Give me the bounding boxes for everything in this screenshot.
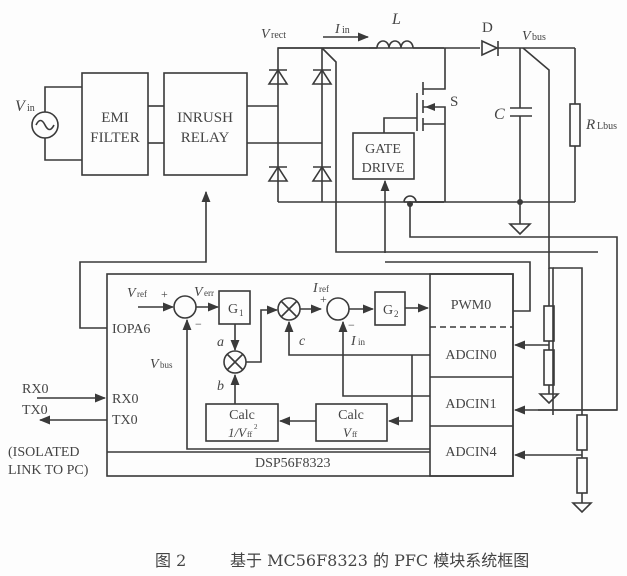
- ground-icon: [538, 393, 560, 405]
- inrush-relay-label-1: INRUSH: [177, 110, 233, 126]
- iopa6-label: IOPA6: [112, 322, 150, 337]
- calc-inverse-vff-squared-block: [205, 403, 279, 442]
- calc2-subscript: ff: [352, 430, 358, 439]
- load-resistor: R Lbus: [569, 48, 617, 202]
- port-adcin0: ADCIN0: [445, 348, 496, 363]
- vbus-subscript: bus: [532, 32, 546, 43]
- gate-drive-block: GATE DRIVE: [352, 132, 415, 180]
- isolated-link-label-1: (ISOLATED: [8, 445, 80, 460]
- calc1-label: Calc: [229, 408, 255, 423]
- port-column: [429, 273, 514, 477]
- vbus-dsp-label: V: [150, 357, 160, 372]
- minus-sign: −: [348, 318, 355, 332]
- diode-icon: [267, 165, 289, 182]
- signal-c-label: c: [299, 334, 306, 349]
- inductor: L: [369, 11, 480, 49]
- vrect-subscript: rect: [271, 30, 286, 41]
- emi-filter-label-2: FILTER: [90, 130, 139, 146]
- summing-junction-icon: [326, 297, 350, 321]
- resistor-icon: [576, 457, 588, 494]
- gate-drive-label-2: DRIVE: [362, 161, 405, 176]
- boost-diode: D: [481, 20, 575, 57]
- g1-label: G: [228, 302, 238, 317]
- diode-label: D: [482, 20, 493, 36]
- iref-label: I: [312, 281, 319, 296]
- wire-crossover-icon: [403, 195, 417, 203]
- calc1-subscript: ff: [247, 430, 253, 439]
- ext-rx0-label: RX0: [22, 382, 48, 397]
- port-pwm0: PWM0: [451, 298, 491, 313]
- resistor-icon: [569, 103, 581, 147]
- load-label: R: [585, 117, 595, 133]
- multiplier-icon: [223, 350, 247, 374]
- vref-label: V: [127, 286, 137, 301]
- resistor-icon: [576, 414, 588, 451]
- tx0-label: TX0: [112, 413, 138, 428]
- verr-subscript: err: [204, 288, 214, 298]
- vbus-dsp-subscript: bus: [160, 360, 173, 370]
- iin-dsp-subscript: in: [358, 337, 366, 347]
- iin-subscript: in: [342, 25, 350, 36]
- calc-vff-block: [315, 403, 388, 442]
- gate-drive-label-1: GATE: [365, 142, 401, 157]
- ground-icon: [571, 502, 593, 514]
- signal-a-label: a: [217, 335, 224, 350]
- vin-subscript: in: [27, 103, 35, 114]
- rx0-label: RX0: [112, 392, 138, 407]
- iin-label: I: [334, 22, 341, 37]
- multiplier-icon: [277, 297, 301, 321]
- figure-title: 基于 MC56F8323 的 PFC 模块系统框图: [230, 551, 529, 570]
- ground-icon: [508, 223, 532, 236]
- iin-dsp-label: I: [350, 334, 357, 349]
- summing-junction-icon: [173, 295, 197, 319]
- g2-subscript: 2: [394, 309, 399, 319]
- emi-filter-label-1: EMI: [101, 110, 129, 126]
- vbus-label: V: [522, 29, 532, 44]
- port-adcin4: ADCIN4: [445, 445, 496, 460]
- minus-sign: −: [195, 317, 202, 331]
- bus-capacitor: C: [494, 48, 532, 236]
- vin-label: V: [15, 98, 27, 115]
- figure-number: 图 2: [155, 551, 186, 570]
- dsp-name: DSP56F8323: [255, 456, 330, 471]
- diode-icon: [311, 68, 333, 85]
- g1-subscript: 1: [239, 308, 244, 318]
- calc2-label: Calc: [338, 408, 364, 423]
- g2-label: G: [383, 303, 393, 318]
- calc2-formula: V: [343, 425, 353, 440]
- emi-filter-block: EMI FILTER: [81, 72, 149, 176]
- plus-sign: +: [320, 292, 327, 306]
- inductor-icon: [376, 40, 414, 49]
- mosfet-switch: S: [383, 48, 458, 202]
- iref-subscript: ref: [319, 284, 329, 294]
- mosfet-arrow-icon: [425, 103, 435, 111]
- diode-icon: [311, 165, 333, 182]
- signal-b-label: b: [217, 379, 224, 394]
- ext-tx0-label: TX0: [22, 403, 48, 418]
- diode-icon: [481, 39, 499, 57]
- switch-label: S: [450, 94, 458, 110]
- capacitor-label: C: [494, 106, 505, 123]
- port-adcin1: ADCIN1: [445, 397, 496, 412]
- vref-subscript: ref: [137, 289, 147, 299]
- vrect-label: V: [261, 27, 271, 42]
- inrush-relay-label-2: RELAY: [181, 130, 230, 146]
- sine-wave-icon: [35, 119, 55, 131]
- calc1-exponent: 2: [254, 423, 258, 431]
- calc1-formula: 1/V: [228, 425, 248, 440]
- load-subscript: Lbus: [597, 121, 617, 132]
- isolated-link-label-2: LINK TO PC): [8, 463, 89, 478]
- ac-source: V in: [15, 86, 82, 161]
- inductor-label: L: [391, 11, 401, 28]
- diode-icon: [267, 68, 289, 85]
- verr-label: V: [194, 285, 204, 300]
- plus-sign: +: [161, 287, 168, 301]
- iopa6-to-relay-arrow: [79, 190, 211, 329]
- inrush-relay-block: INRUSH RELAY: [163, 72, 248, 176]
